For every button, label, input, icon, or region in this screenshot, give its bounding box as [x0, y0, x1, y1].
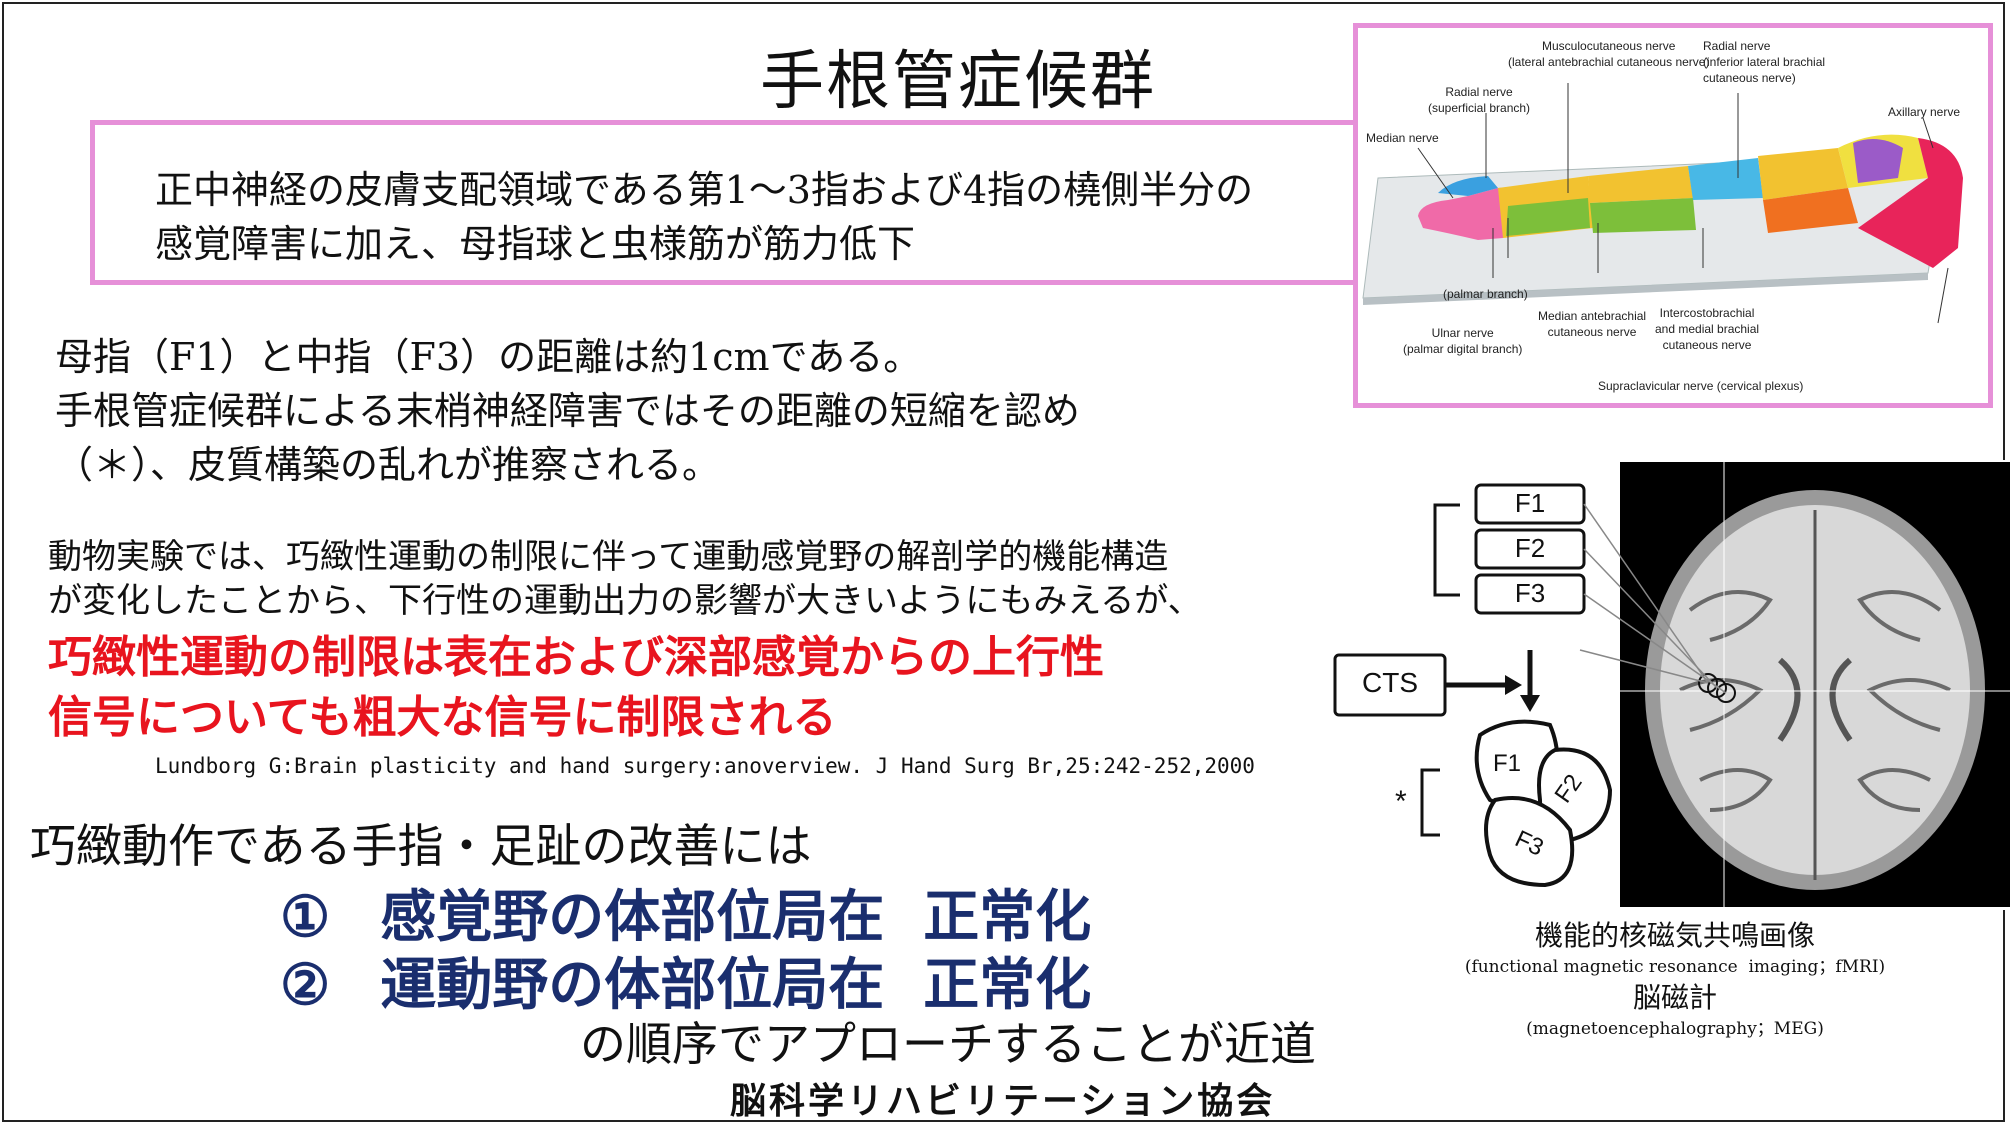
summary-text: 正中神経の皮膚支配領域である第1～3指および4指の橈側半分の 感覚障害に加え、母…: [155, 163, 1253, 271]
somatotopy-diagram: [1333, 462, 2010, 907]
step-text: 感覚野の体部位局在 正常化: [380, 884, 1092, 950]
arm-label: (palmar branch): [1443, 287, 1528, 301]
step-text: 運動野の体部位局在 正常化: [380, 952, 1092, 1018]
arm-label: Radial nerve(superficial branch): [1428, 85, 1531, 115]
arm-illustration: [1362, 83, 1963, 324]
citation: Lundborg G:Brain plasticity and hand sur…: [155, 754, 1255, 778]
step-number: ②: [280, 952, 331, 1018]
bracket: [1433, 503, 1460, 597]
cts-label: CTS: [1362, 667, 1418, 698]
caption-meg-en: (magnetoencephalography；MEG): [1526, 1019, 1824, 1039]
summary-line: 正中神経の皮膚支配領域である第1～3指および4指の橈側半分の: [155, 168, 1254, 212]
f1-label: F1: [1514, 488, 1546, 518]
f3-label: F3: [1514, 578, 1546, 608]
activation-circles: [1698, 673, 1736, 703]
distance-line: （＊）、皮質構築の乱れが推察される。: [55, 443, 721, 487]
animal-line: が変化したことから、下行性の運動出力の影響が大きいようにもみえるが、: [48, 581, 1202, 621]
key-finding-line: 信号についても粗大な信号に制限される: [48, 692, 837, 743]
step-2: ② 運動野の体部位局在 正常化: [280, 940, 1091, 1021]
fmri-caption: 機能的核磁気共鳴画像 (functional magnetic resonanc…: [1395, 918, 1955, 1042]
slide-title: 手根管症候群: [760, 45, 1156, 119]
key-finding-line: 巧緻性運動の制限は表在および深部感覚からの上行性: [48, 632, 1104, 683]
arm-label: Median nerve: [1366, 131, 1439, 145]
caption-meg-ja: 脳磁計: [1632, 981, 1717, 1014]
fmri-figure: F1 F2 F3 CTS F1 F2 F3 *: [1310, 460, 2010, 910]
key-finding: 巧緻性運動の制限は表在および深部感覚からの上行性 信号についても粗大な信号に制限…: [48, 628, 1104, 748]
caption-fmri-ja: 機能的核磁気共鳴画像: [1534, 919, 1815, 952]
summary-line: 感覚障害に加え、母指球と虫様筋が筋力低下: [155, 222, 916, 266]
caption-fmri-en: (functional magnetic resonance imaging；f…: [1464, 957, 1886, 977]
summary-box: 正中神経の皮膚支配領域である第1～3指および4指の橈側半分の 感覚障害に加え、母…: [90, 120, 1390, 285]
distance-paragraph: 母指（F1）と中指（F3）の距離は約1cmである。 手根管症候群による末梢神経障…: [55, 330, 1080, 492]
arm-label: Musculocutaneous nerve(lateral antebrach…: [1508, 39, 1710, 69]
arm-label: Supraclavicular nerve (cervical plexus): [1598, 379, 1804, 393]
f2-label: F2: [1514, 533, 1546, 563]
closing-text: の順序でアプローチすることが近道: [580, 1017, 1316, 1071]
step-number: ①: [280, 884, 331, 950]
improve-lead: 巧緻動作である手指・足趾の改善には: [30, 819, 812, 873]
arm-label: Ulnar nerve(palmar digital branch): [1403, 326, 1523, 356]
arm-label: Axillary nerve: [1888, 105, 1961, 119]
step-1: ① 感覚野の体部位局在 正常化: [280, 872, 1091, 953]
f1-blob-label: F1: [1493, 750, 1522, 777]
asterisk-label: *: [1395, 785, 1407, 818]
arm-nerve-diagram: Musculocutaneous nerve(lateral antebrach…: [1353, 23, 1993, 408]
f3-blob: [1484, 796, 1575, 888]
animal-paragraph: 動物実験では、巧緻性運動の制限に伴って運動感覚野の解剖学的機能構造 が変化したこ…: [48, 535, 1202, 623]
distance-line: 手根管症候群による末梢神経障害ではその距離の短縮を認め: [55, 389, 1080, 433]
distance-line: 母指（F1）と中指（F3）の距離は約1cmである。: [55, 335, 922, 379]
footer-organization: 脳科学リハビリテーション協会: [730, 1080, 1276, 1122]
animal-line: 動物実験では、巧緻性運動の制限に伴って運動感覚野の解剖学的機能構造: [48, 537, 1169, 577]
